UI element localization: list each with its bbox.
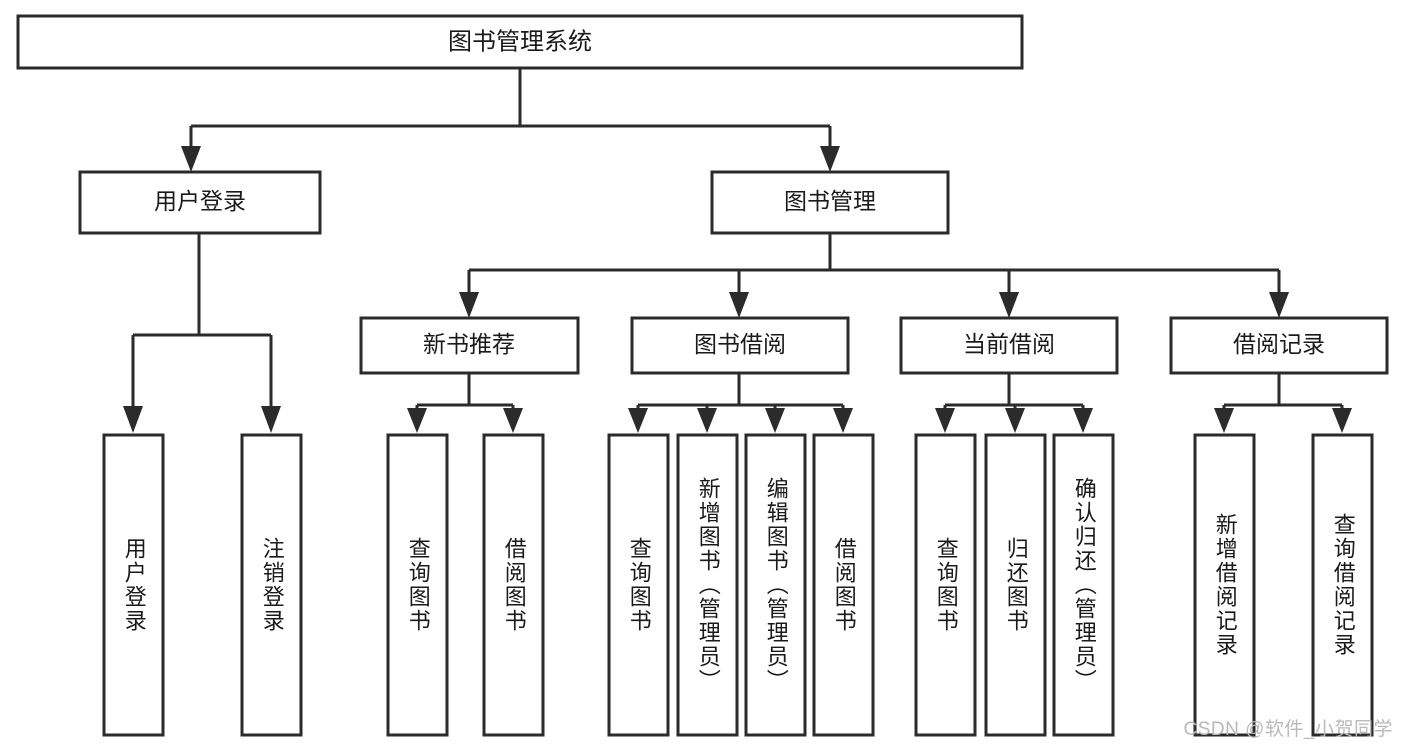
node-leaf-query-book-1[interactable] [386,433,449,737]
node-leaf-logout-login[interactable] [240,433,303,737]
connector-group-root [181,68,840,172]
node-leaf-edit-book[interactable] [744,433,807,737]
node-leaf-user-login[interactable] [102,433,165,737]
node-borrow-record[interactable] [1169,316,1389,375]
arrow-head-leaf-return-book [1005,408,1025,433]
connector-group-user-login [123,233,281,433]
node-leaf-add-book[interactable] [676,433,739,737]
arrow-head-book-management [820,146,840,172]
node-current-borrow-label: 当前借阅 [963,331,1055,357]
arrow-head-borrow-record [1269,292,1289,318]
node-user-login-label: 用户登录 [154,188,246,214]
arrow-head-leaf-borrow-book-1 [503,408,523,433]
node-leaf-borrow-book-1[interactable] [482,433,545,737]
node-book-management-label: 图书管理 [784,188,876,214]
connector-group-current-borrow [935,373,1093,433]
node-root-label: 图书管理系统 [448,28,592,55]
arrow-head-leaf-query-book-2 [628,408,648,433]
arrow-head-leaf-add-book [697,408,717,433]
arrow-head-current-borrow [999,292,1019,318]
connector-group-borrow-record [1214,373,1352,433]
node-leaf-add-record[interactable] [1193,433,1256,737]
arrow-head-leaf-query-book-3 [935,408,955,433]
node-new-book-recommend[interactable] [359,316,580,375]
arrow-head-leaf-logout-login [261,406,281,433]
node-leaf-return-book[interactable] [984,433,1047,737]
arrow-head-leaf-add-record [1214,408,1234,433]
node-new-book-recommend-label: 新书推荐 [423,331,515,357]
node-leaf-query-book-3[interactable] [914,433,977,737]
arrow-head-user-login [181,146,201,172]
arrow-head-leaf-edit-book [765,408,785,433]
arrow-head-book-borrow [729,292,749,318]
node-book-borrow[interactable] [630,316,850,375]
node-book-management[interactable] [710,170,950,235]
arrow-head-new-book-recommend [459,292,479,318]
node-borrow-record-label: 借阅记录 [1233,331,1325,357]
arrow-head-leaf-confirm-return [1073,408,1093,433]
arrow-head-leaf-user-login [123,406,143,433]
node-leaf-query-book-2[interactable] [607,433,670,737]
connector-group-book-management [459,233,1289,318]
arrow-head-leaf-query-book-1 [407,408,427,433]
arrow-head-leaf-borrow-book-2 [833,408,853,433]
node-user-login[interactable] [78,170,322,235]
node-root[interactable] [16,14,1024,70]
connector-group-book-borrow [628,373,853,433]
connector-group-new-book-recommend [407,373,523,433]
arrow-head-leaf-query-record [1332,408,1352,433]
csdn-watermark: CSDN @软件_小贺同学 [1183,719,1393,740]
node-leaf-query-record[interactable] [1311,433,1374,737]
node-current-borrow[interactable] [899,316,1119,375]
node-leaf-confirm-return[interactable] [1052,433,1115,737]
node-book-borrow-label: 图书借阅 [694,331,786,357]
node-leaf-borrow-book-2[interactable] [812,433,875,737]
